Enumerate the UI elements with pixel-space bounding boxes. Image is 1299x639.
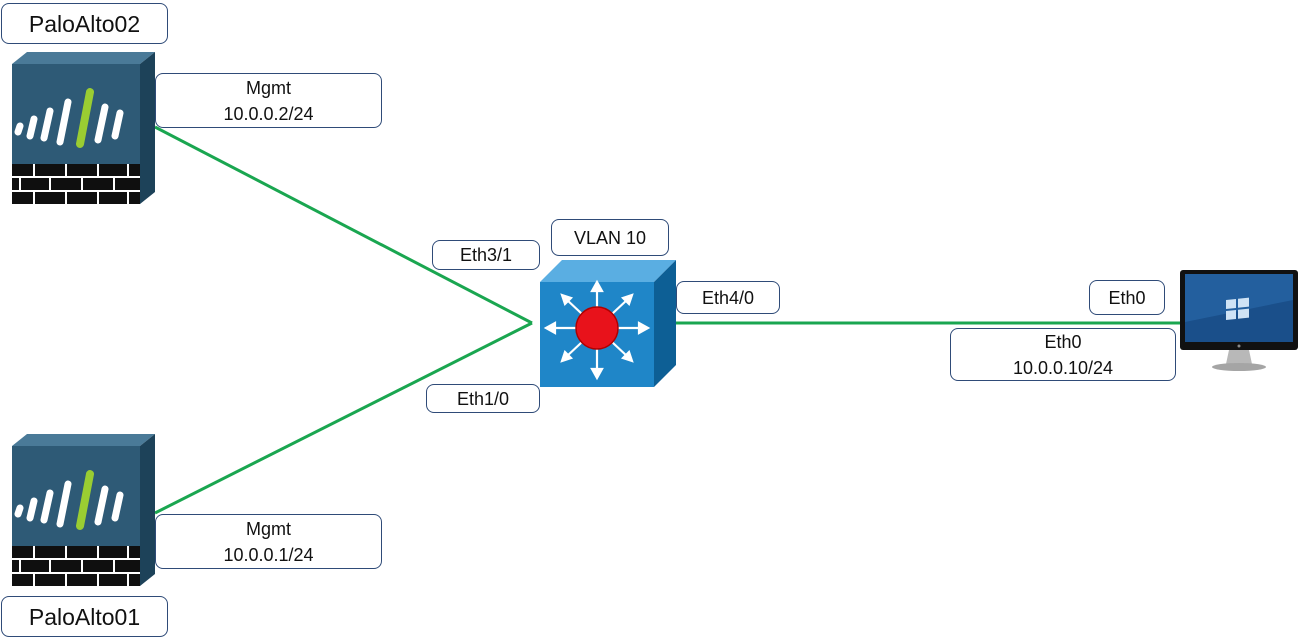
port-label-text: Eth3/1 (459, 245, 513, 265)
pc-address-interface: Eth0 (1044, 331, 1082, 352)
device-name-paloalto01: PaloAlto01 (1, 596, 168, 637)
pc-address-label: Eth0 10.0.0.10/24 (950, 328, 1176, 381)
port-label-eth3-1: Eth3/1 (432, 240, 540, 270)
port-label-pc-eth0: Eth0 (1089, 280, 1165, 315)
port-label-eth4-0: Eth4/0 (676, 281, 780, 314)
mgmt-label-paloalto01: Mgmt 10.0.0.1/24 (155, 514, 382, 569)
vlan-label: VLAN 10 (551, 219, 669, 256)
firewall-icon (12, 434, 155, 586)
port-label-text: Eth4/0 (701, 287, 755, 308)
mgmt-label-title: Mgmt (246, 518, 291, 539)
device-name-paloalto02: PaloAlto02 (1, 3, 168, 44)
device-name-text: PaloAlto01 (28, 603, 141, 630)
port-label-text: Eth1/0 (456, 388, 510, 409)
mgmt-label-paloalto02: Mgmt 10.0.0.2/24 (155, 73, 382, 128)
mgmt-label-title: Mgmt (246, 77, 291, 98)
monitor-icon (1180, 270, 1298, 371)
port-label-eth1-0: Eth1/0 (426, 384, 540, 413)
firewall-icon (12, 52, 155, 204)
pc-address-ip: 10.0.0.10/24 (1012, 357, 1114, 378)
link-paloalto02-to-switch (154, 125, 533, 325)
multilayer-switch-icon (540, 260, 676, 387)
mgmt-label-ip: 10.0.0.1/24 (223, 544, 314, 565)
port-label-text: Eth0 (1108, 287, 1146, 308)
link-paloalto01-to-switch (154, 321, 533, 515)
mgmt-label-ip: 10.0.0.2/24 (223, 103, 314, 124)
vlan-label-text: VLAN 10 (573, 227, 647, 248)
device-name-text: PaloAlto02 (28, 10, 141, 37)
